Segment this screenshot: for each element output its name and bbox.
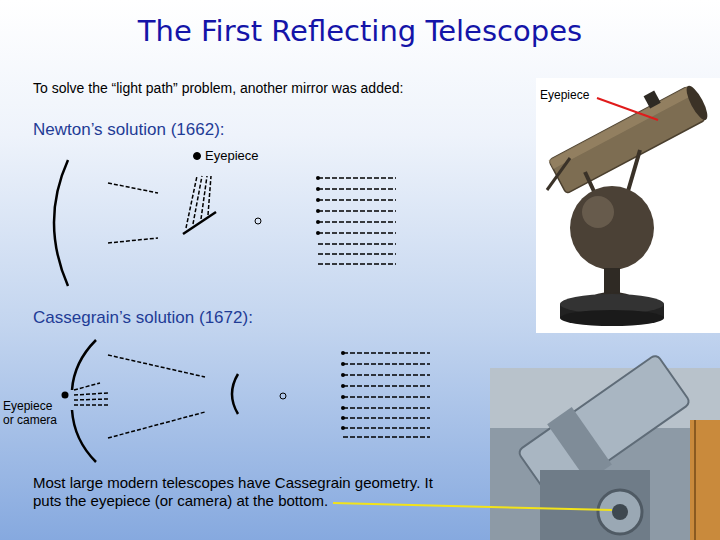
note-text: Most large modern telescopes have Casseg…	[33, 474, 463, 510]
primary-mirror-lower	[72, 410, 96, 462]
incoming-light	[343, 353, 430, 437]
incoming-light	[318, 178, 396, 264]
eyepiece-label: Eyepiece or camera	[3, 399, 65, 428]
newton-telescope-photo	[536, 73, 720, 333]
intro-text: To solve the “light path” problem, anoth…	[33, 80, 403, 97]
photo-label: Eyepiece	[540, 88, 589, 102]
secondary-mirror	[232, 374, 238, 414]
leader-line	[333, 503, 612, 510]
eyepiece-dot	[194, 153, 201, 160]
modern-telescope-photo	[333, 350, 720, 540]
cassegrain-diagram	[62, 340, 431, 462]
newton-diagram	[54, 153, 396, 287]
primary-mirror	[54, 160, 68, 286]
eyepiece-label: Eyepiece	[205, 148, 258, 164]
primary-mirror-upper	[72, 340, 96, 390]
section-heading: Cassegrain’s solution (1672):	[33, 308, 253, 328]
slide-title: The First Reflecting Telescopes	[0, 14, 720, 49]
secondary-mirror	[183, 212, 216, 234]
section-heading: Newton’s solution (1662):	[33, 120, 225, 140]
